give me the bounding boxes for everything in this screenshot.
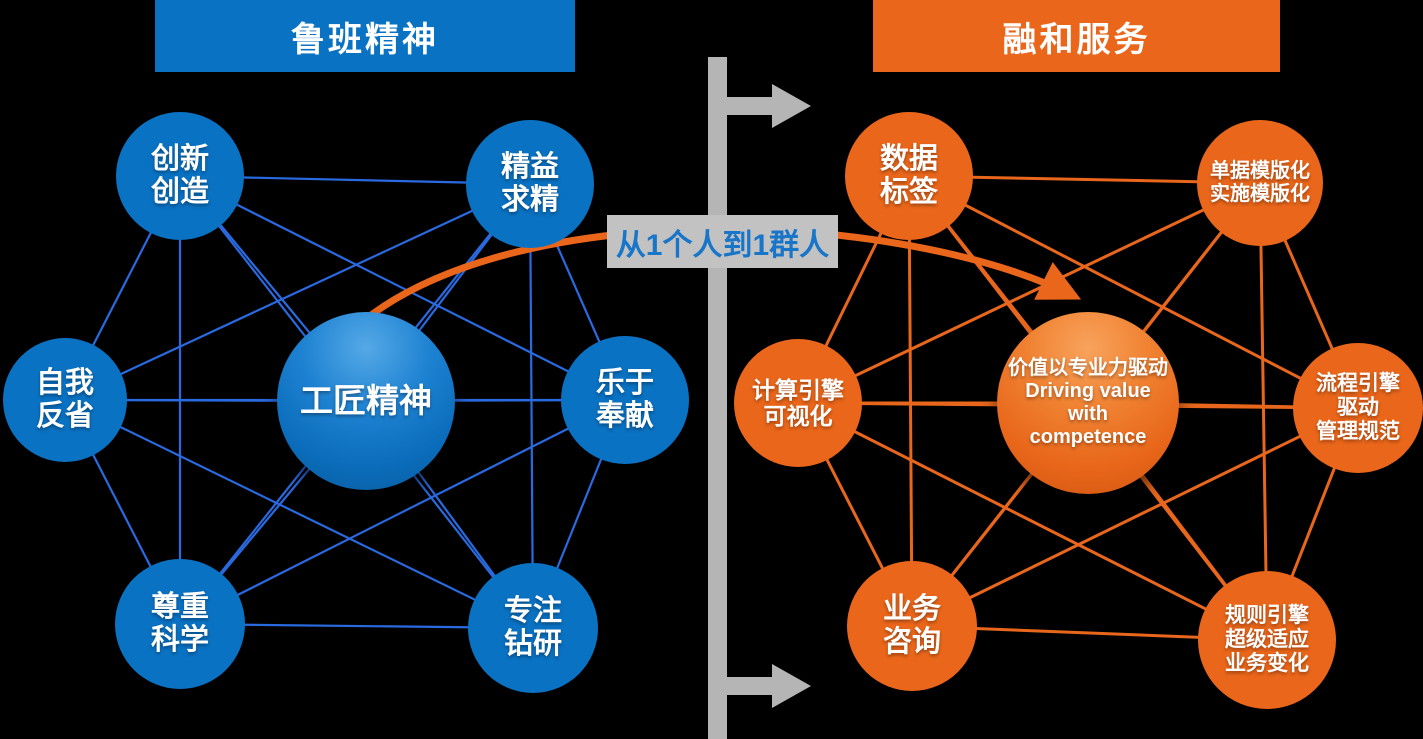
left-cluster-title: 鲁班精神 bbox=[155, 0, 575, 72]
connection-line bbox=[528, 183, 535, 629]
node-label: 价值以专业力驱动 Driving value with competence bbox=[1008, 357, 1168, 448]
node-label: 计算引擎 可视化 bbox=[752, 376, 844, 429]
transition-banner: 从1个人到1群人 bbox=[607, 215, 838, 268]
node-label: 单据模版化 实施模版化 bbox=[1210, 160, 1310, 205]
connection-line bbox=[908, 174, 1359, 410]
node-label: 专注 钻研 bbox=[503, 594, 562, 660]
node-label: 业务 咨询 bbox=[882, 592, 941, 658]
node-label: 创新 创造 bbox=[150, 142, 209, 208]
node-innovation: 创新 创造 bbox=[116, 112, 244, 240]
node-dedication: 乐于 奉献 bbox=[561, 336, 689, 464]
connection-line bbox=[1258, 182, 1269, 641]
node-focused-study: 专注 钻研 bbox=[468, 563, 598, 693]
hub-craftsman-spirit: 工匠精神 bbox=[277, 312, 455, 490]
node-label: 自我 反省 bbox=[35, 366, 94, 432]
node-label: 精益 求精 bbox=[500, 150, 559, 216]
timeline-bar bbox=[708, 57, 727, 739]
node-label: 流程引擎 驱动 管理规范 bbox=[1316, 371, 1400, 444]
node-label: 规则引擎 超级适应 业务变化 bbox=[1225, 603, 1309, 676]
connection-line bbox=[179, 399, 626, 625]
connection-line bbox=[797, 401, 1268, 642]
node-rules-engine: 规则引擎 超级适应 业务变化 bbox=[1198, 571, 1336, 709]
node-label: 工匠精神 bbox=[300, 382, 432, 420]
node-process-engine: 流程引擎 驱动 管理规范 bbox=[1293, 343, 1423, 473]
hub-driving-value: 价值以专业力驱动 Driving value with competence bbox=[997, 312, 1179, 494]
timeline-bottom-arrow-icon bbox=[727, 664, 811, 708]
node-label: 尊重 科学 bbox=[150, 590, 209, 656]
node-business-consulting: 业务 咨询 bbox=[847, 561, 977, 691]
node-excellence: 精益 求精 bbox=[466, 120, 594, 248]
node-label: 数据 标签 bbox=[879, 142, 938, 208]
connection-line bbox=[911, 406, 1359, 628]
connection-line bbox=[797, 181, 1261, 405]
node-doc-templates: 单据模版化 实施模版化 bbox=[1197, 120, 1323, 246]
node-calc-engine: 计算引擎 可视化 bbox=[734, 339, 862, 467]
connection-line bbox=[907, 175, 914, 627]
node-self-reflection: 自我 反省 bbox=[3, 338, 127, 462]
connection-line bbox=[64, 399, 534, 629]
timeline-top-arrow-icon bbox=[727, 84, 811, 128]
node-label: 乐于 奉献 bbox=[595, 366, 654, 432]
connection-line bbox=[64, 183, 531, 401]
connection-line bbox=[179, 175, 626, 401]
right-cluster-title: 融和服务 bbox=[873, 0, 1280, 72]
node-respect-science: 尊重 科学 bbox=[115, 559, 245, 689]
node-data-labels: 数据 标签 bbox=[845, 112, 973, 240]
